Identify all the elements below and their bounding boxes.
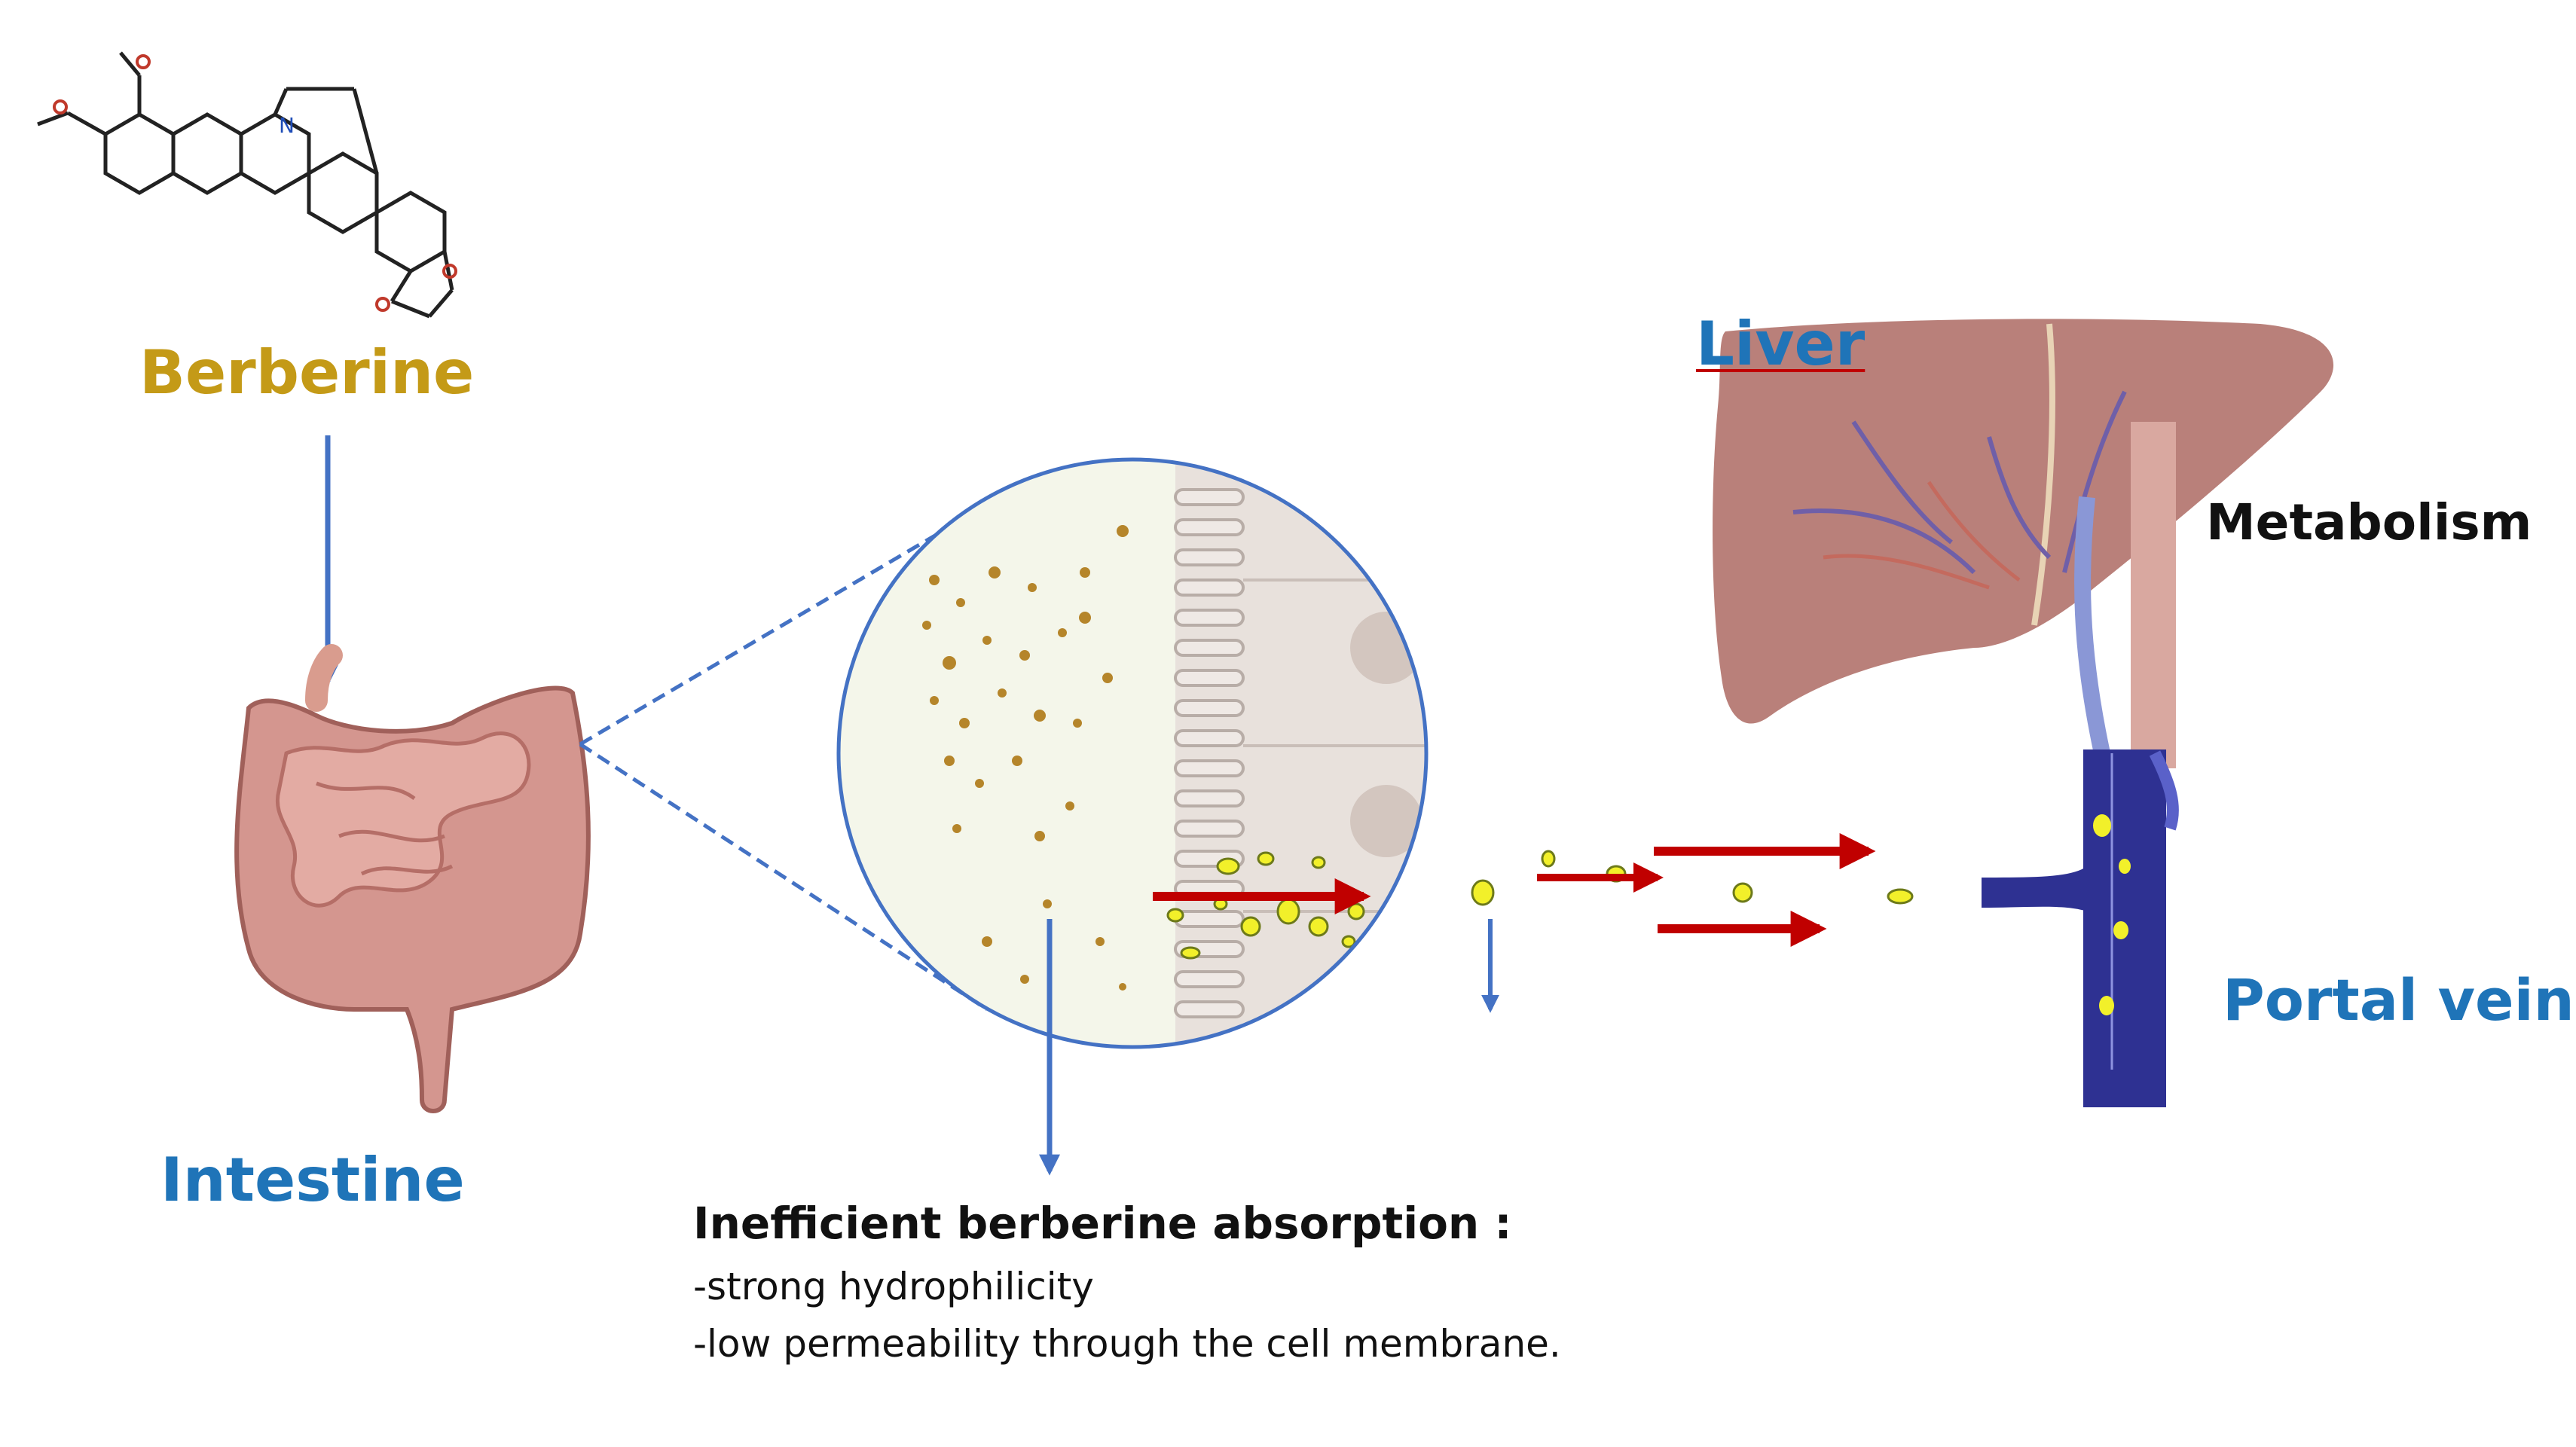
magnified-intestinal-wall-icon — [836, 457, 1429, 1049]
zoom-line-upper — [579, 476, 1034, 746]
berberine-structure-icon: N — [37, 51, 457, 319]
liver-icon — [1713, 319, 2334, 768]
portal-vein-icon — [1982, 749, 2179, 1107]
intestine-icon — [234, 644, 591, 1113]
intestine-label: Intestine — [160, 1145, 465, 1215]
absorption-note: Inefficient berberine absorption : -stro… — [693, 1198, 1635, 1372]
absorption-note-title: Inefficient berberine absorption : — [693, 1198, 1512, 1249]
svg-text:N: N — [279, 113, 295, 138]
berberine-label: Berberine — [139, 337, 475, 408]
absorption-note-line: -strong hydrophilicity — [693, 1265, 1094, 1308]
zoom-line-lower — [579, 742, 989, 1012]
portal-vein-label: Portal vein — [2223, 966, 2574, 1033]
liver-label: Liver — [1696, 309, 1866, 379]
absorption-note-line: -low permeability through the cell membr… — [693, 1322, 1561, 1366]
metabolism-label: Metabolism — [2206, 493, 2532, 551]
